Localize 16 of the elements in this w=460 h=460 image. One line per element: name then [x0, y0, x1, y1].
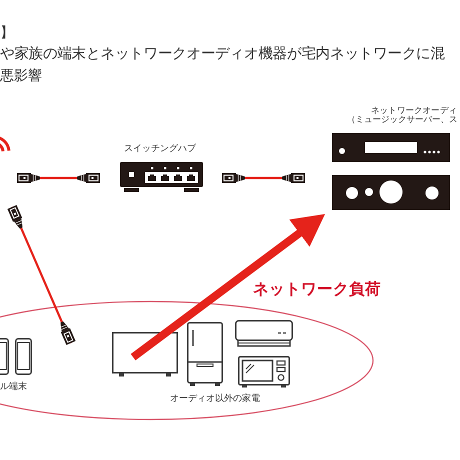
group-caption: オーディオ以外の家電: [170, 395, 260, 405]
device-label: （ミュージックサーバー、ス: [347, 116, 458, 126]
air-conditioner-icon: [235, 320, 293, 348]
heading-bracket: 】: [0, 26, 14, 42]
device-label: スイッチングハブ: [124, 145, 196, 155]
microwave-icon: [238, 356, 290, 388]
device-label: ネットワークオーディ: [371, 107, 458, 116]
heading-text: や家族の端末とネットワークオーディオ機器が宅内ネットワークに混: [0, 47, 445, 63]
heading-text: 悪影響: [0, 69, 42, 84]
lan-cable: [17, 173, 100, 183]
group-caption: ル端末: [0, 383, 27, 393]
lan-cable: [222, 173, 305, 183]
arrow: [130, 214, 326, 360]
edge-label: ネットワーク負荷: [252, 281, 382, 298]
refrigerator-icon: [187, 322, 223, 386]
tv-icon: [112, 332, 178, 377]
